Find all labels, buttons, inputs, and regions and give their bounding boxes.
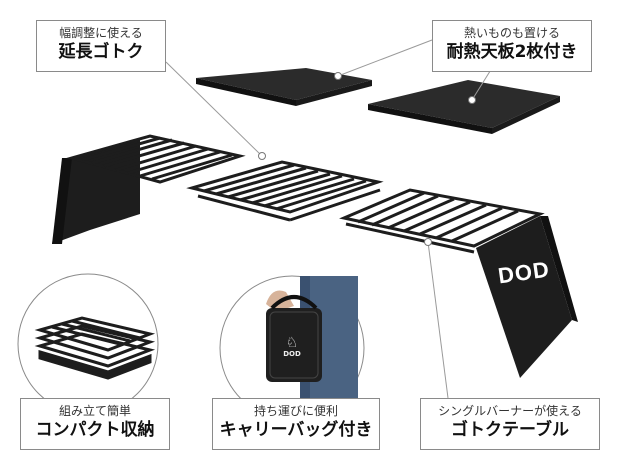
left-stand — [52, 138, 140, 244]
callout-subtitle: 幅調整に使える — [59, 26, 143, 40]
extension-grate — [186, 160, 384, 222]
callout-compact-storage: 組み立て簡単 コンパクト収納 — [20, 398, 170, 450]
callout-title: コンパクト収納 — [35, 420, 155, 440]
callout-grate-table: シングルバーナーが使える ゴトクテーブル — [420, 398, 600, 450]
leader-dots — [258, 72, 476, 246]
bag-logo: ♘ DOD — [280, 336, 304, 358]
callout-title: 延長ゴトク — [58, 42, 144, 62]
callout-title: ゴトクテーブル — [451, 420, 569, 440]
bag-brand-text: DOD — [283, 350, 301, 358]
callout-subtitle: シングルバーナーが使える — [438, 404, 582, 418]
callout-subtitle: 組み立て簡単 — [58, 404, 131, 418]
right-stand — [476, 216, 578, 378]
leader-lines — [165, 39, 493, 399]
callout-title: 耐熱天板2枚付き — [446, 42, 578, 62]
bag-scene — [266, 276, 358, 404]
rabbit-icon: ♘ — [285, 335, 299, 351]
callout-extension-grate: 幅調整に使える 延長ゴトク — [36, 20, 166, 72]
callout-heat-plates: 熱いものも置ける 耐熱天板2枚付き — [432, 20, 592, 72]
callout-title: キャリーバッグ付き — [219, 420, 373, 440]
left-grate — [66, 134, 246, 184]
heat-plate-right — [368, 80, 560, 134]
heat-plate-left — [196, 68, 372, 106]
callout-subtitle: 熱いものも置ける — [463, 26, 560, 40]
callout-carry-bag: 持ち運びに便利 キャリーバッグ付き — [212, 398, 380, 450]
folded-stack — [34, 316, 156, 380]
right-grate — [339, 188, 545, 254]
callout-subtitle: 持ち運びに便利 — [253, 404, 338, 418]
